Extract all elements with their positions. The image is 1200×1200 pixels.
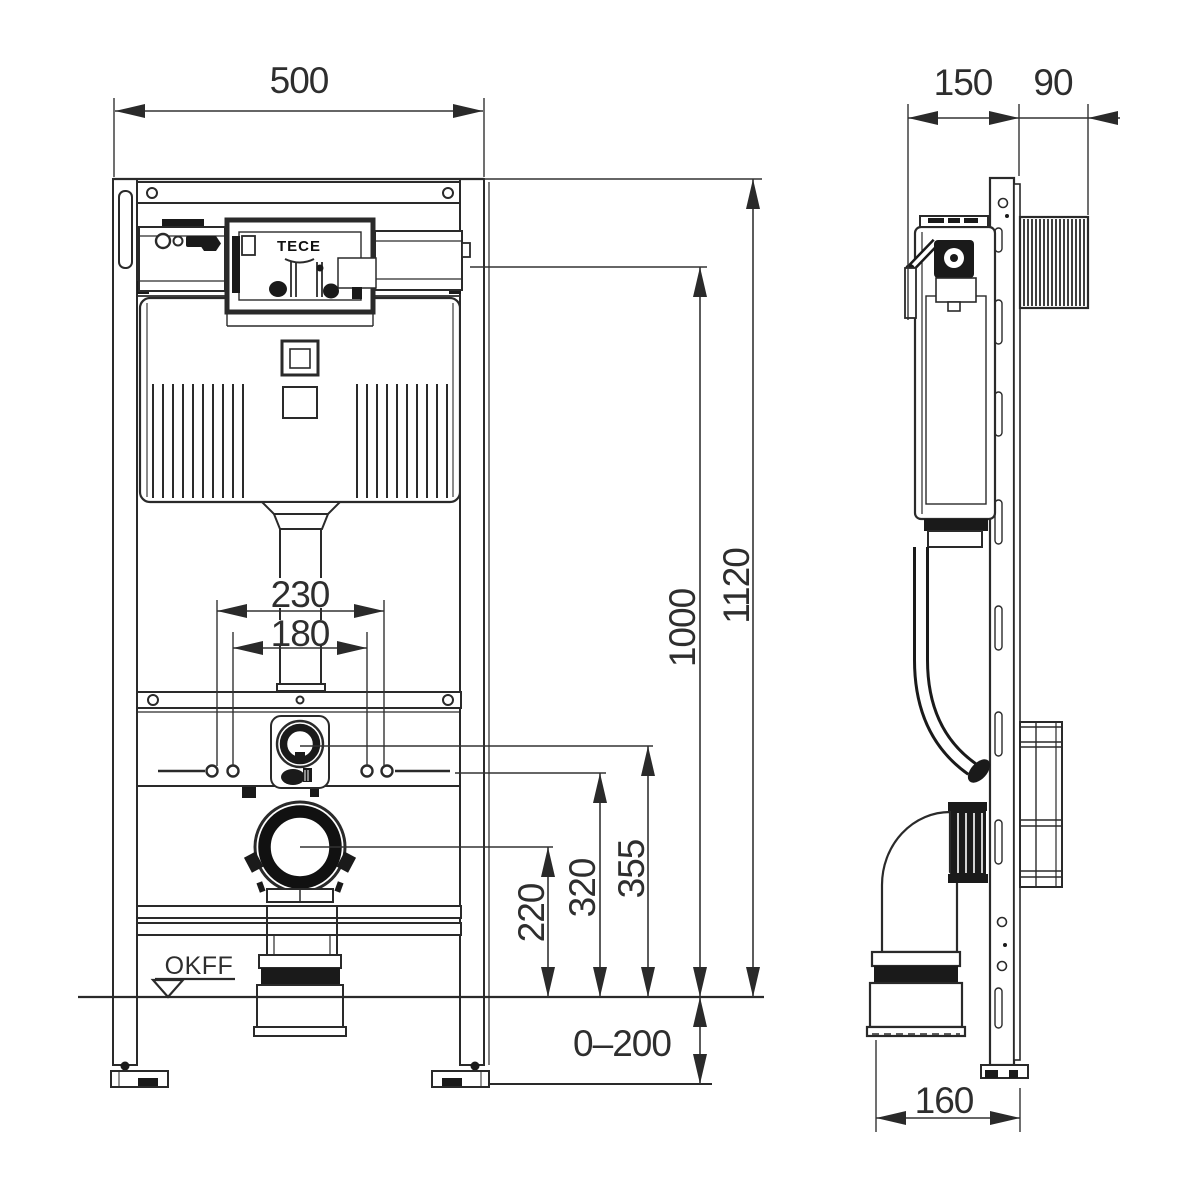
dim-flush-pipe-center: 355 [300, 745, 655, 997]
brand-logo: TECE [277, 238, 321, 255]
dim-waste-center: 220 [300, 846, 555, 997]
cistern-grille-right [356, 384, 448, 498]
service-opening [282, 386, 318, 419]
frame-rail-left [112, 178, 138, 1066]
screw-hole [146, 187, 158, 199]
front-cistern [138, 296, 462, 692]
foot-right [431, 1061, 490, 1088]
dim-total-height: 1120 [484, 178, 762, 997]
floor-reference: OKFF [78, 952, 764, 1085]
fill-valve-box [138, 219, 226, 292]
dim-label-230: 230 [271, 574, 330, 615]
overflow-box [374, 230, 471, 291]
screw-hole [147, 694, 159, 706]
rail-slot [118, 190, 133, 269]
dim-waste-outlet-offset: 160 [875, 1040, 1021, 1132]
foot-left [110, 1061, 169, 1088]
waste-pipe-front [253, 935, 347, 1037]
logo-smile-icon [284, 258, 315, 264]
waste-elbow-side [865, 810, 967, 1038]
dim-protection-box-depth: 90 [1019, 62, 1120, 125]
frame-rail-right [459, 178, 485, 1066]
dim-fixing-inner: 180 [232, 613, 368, 766]
dim-label-180: 180 [271, 613, 330, 654]
screw-hole [442, 187, 454, 199]
fixing-bolt [360, 764, 374, 778]
front-view: TECE [78, 177, 764, 1088]
fixing-bolt [380, 764, 394, 778]
cistern-grille-left [152, 384, 244, 498]
wall-bracket [1019, 721, 1063, 888]
dimensions: 500 1120 1000 355 320 [113, 60, 1120, 1132]
floor-label: OKFF [165, 952, 234, 980]
dim-front-width: 500 [113, 60, 485, 177]
side-cistern [904, 215, 997, 548]
dim-label-220: 220 [511, 883, 552, 942]
pipe-seal-band [261, 968, 340, 985]
screw-hole [442, 694, 454, 706]
side-view [865, 176, 1090, 1079]
front-frame [112, 177, 490, 1066]
fixing-bolt [226, 764, 240, 778]
dim-fixing-height: 320 [455, 772, 607, 997]
lower-bracket [136, 691, 462, 798]
front-valve-row: TECE [137, 217, 471, 327]
flush-bend [270, 715, 330, 789]
dim-label-160: 160 [915, 1080, 974, 1121]
flush-bend-side [913, 547, 991, 783]
dim-label-1120: 1120 [716, 548, 757, 624]
dim-frame-depth: 150 [907, 62, 1089, 320]
dim-fixing-outer: 230 [216, 574, 385, 766]
dim-label-1000: 1000 [662, 588, 703, 667]
wc-connector [948, 802, 988, 883]
dim-label-90: 90 [1033, 62, 1073, 103]
dim-label-0-200: 0–200 [573, 1023, 671, 1064]
floor-level-icon [150, 978, 186, 999]
fill-valve-side [904, 238, 977, 319]
waste-opening [243, 800, 357, 903]
dim-foot-adjust: 0–200 [573, 997, 707, 1084]
lower-rails [136, 905, 462, 936]
dim-label-355: 355 [611, 839, 652, 898]
dim-label-500: 500 [270, 60, 329, 101]
inspection-window: TECE [224, 217, 377, 315]
protection-box [1018, 215, 1090, 310]
fixing-bolt [205, 764, 219, 778]
dim-supply-height: 1000 [470, 266, 707, 997]
dim-label-320: 320 [562, 858, 603, 917]
dim-label-150: 150 [934, 62, 993, 103]
